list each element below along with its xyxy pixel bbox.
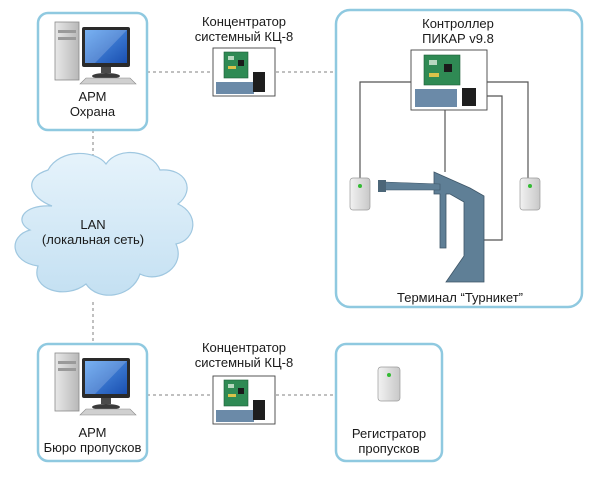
hub-device-icon-bottom <box>212 375 276 425</box>
arm-guard-label-line1: АРМ <box>78 89 107 104</box>
wire-to-reader-right <box>487 81 529 178</box>
registrar-label: Регистратор пропусков <box>336 426 442 456</box>
wire-to-reader-left <box>359 81 411 178</box>
arm-guard-label-line2: Охрана <box>69 104 116 119</box>
card-reader-icon-registrar <box>377 366 401 402</box>
hub-top-label-line2: системный КЦ-8 <box>194 29 294 44</box>
lan-cloud <box>14 151 194 296</box>
card-reader-icon-left <box>349 177 371 211</box>
controller-wiring <box>359 81 529 241</box>
computer-icon-arm-guard <box>54 21 137 85</box>
node-frames <box>36 8 584 463</box>
lan-label-line2: (локальная сеть) <box>41 232 145 247</box>
computer-icon-arm-bureau <box>54 352 137 416</box>
terminal-label: Терминал “Турникет” <box>397 290 523 305</box>
wire-to-turnstile-base <box>480 95 503 241</box>
lan-label: LAN (локальная сеть) <box>30 217 156 247</box>
registrar-label-line2: пропусков <box>358 441 420 456</box>
hub-top-label: Концентратор системный КЦ-8 <box>184 14 304 44</box>
hub-bottom-label-line2: системный КЦ-8 <box>194 355 294 370</box>
turnstile-icon <box>378 171 485 283</box>
hub-device-icon-top <box>212 47 276 97</box>
frame-controller-terminal <box>334 8 584 309</box>
controller-label: Контроллер ПИКАР v9.8 <box>400 16 516 46</box>
hub-top-label-line1: Концентратор <box>201 14 287 29</box>
frame-registrar <box>334 342 444 463</box>
arm-guard-label: АРМ Охрана <box>38 89 147 119</box>
arm-bureau-label-line2: Бюро пропусков <box>43 440 142 455</box>
lan-label-line1: LAN <box>80 217 106 232</box>
hub-bottom-label: Концентратор системный КЦ-8 <box>184 340 304 370</box>
arm-bureau-label-line1: АРМ <box>78 425 107 440</box>
hub-bottom-label-line1: Концентратор <box>201 340 287 355</box>
card-reader-icon-right <box>519 177 541 211</box>
controller-label-line1: Контроллер <box>422 16 494 31</box>
controller-device-icon <box>410 49 488 111</box>
controller-label-line2: ПИКАР v9.8 <box>422 31 494 46</box>
arm-bureau-label: АРМ Бюро пропусков <box>38 425 147 455</box>
registrar-label-line1: Регистратор <box>351 426 427 441</box>
